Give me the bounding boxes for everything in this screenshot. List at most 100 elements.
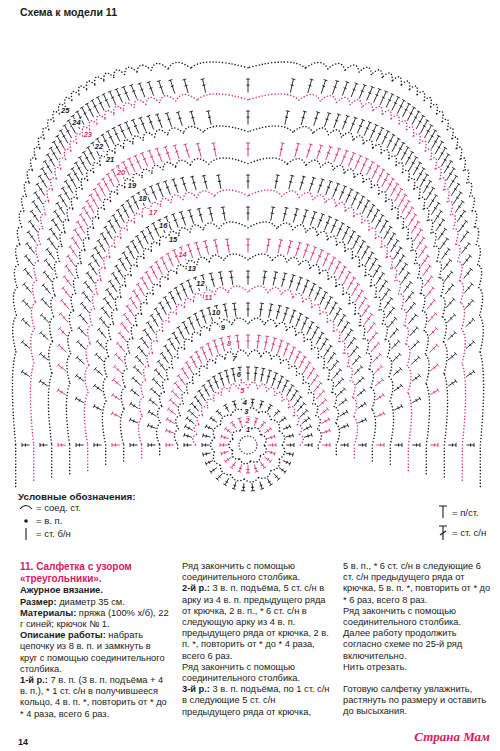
instruction-text: Нить отрезать. — [343, 662, 407, 672]
instruction-text: Ряд закончить с помощью соединительного … — [182, 561, 300, 582]
stitch-row — [111, 239, 384, 447]
row-number: 24 — [71, 119, 81, 127]
run-in-heading: Материалы: — [20, 608, 76, 618]
run-in-heading: 1-й р.: — [20, 675, 48, 685]
stitch-row — [184, 367, 313, 447]
row-number: 2 — [244, 417, 250, 425]
instruction-text: 3 в. п. подъёма, 5 ст. с/н в арку из 4 в… — [182, 583, 329, 660]
paragraph: 5 в. п., * 6 ст. с/н в следующие 6 ст. с… — [343, 561, 493, 606]
chain-row — [84, 190, 411, 471]
row-number: 12 — [195, 280, 205, 288]
double-crochet-symbol — [439, 526, 447, 540]
chain-row — [193, 382, 304, 447]
row-number: 13 — [187, 265, 197, 273]
run-in-heading: Описание работы: — [20, 630, 106, 640]
legend-text: = п/ст. — [452, 507, 479, 518]
row-number: 21 — [105, 156, 115, 164]
paragraph: Материалы:пряжа (100% х/б), 22 г синей; … — [20, 608, 170, 630]
chain-row — [48, 126, 447, 479]
instruction-text: Далее работу продолжить согласно схеме п… — [343, 628, 462, 660]
instruction-text: Ряд закончить с помощью соединительного … — [182, 662, 300, 683]
chain-row — [229, 426, 266, 464]
text-column: Ряд закончить с помощью соединительного … — [182, 561, 332, 718]
row-number: 25 — [60, 107, 70, 115]
instruction-text: диаметр 35 см. — [59, 597, 125, 607]
row-number: 5 — [239, 387, 245, 395]
foundation-ring — [239, 436, 257, 454]
chain-row — [120, 254, 375, 463]
paragraph: Нить отрезать. — [343, 662, 493, 673]
paragraph: Размер:диаметр 35 см. — [20, 597, 170, 608]
chain-row — [211, 408, 285, 482]
run-in-heading: 3-й р.: — [182, 684, 210, 694]
paragraph: 11. Салфетка с узором «треугольники». — [20, 561, 170, 585]
row-number: 18 — [137, 195, 147, 203]
slip-stitch-symbol — [20, 506, 32, 510]
chart-rows — [12, 62, 483, 491]
paragraph: Ряд закончить с помощью соединительного … — [182, 662, 332, 684]
chain-row — [66, 158, 429, 475]
legend-text: = в. п. — [36, 515, 62, 526]
chain-row — [12, 62, 483, 487]
legend-text: = соед. ст. — [36, 502, 81, 513]
instruction-text: Готовую салфетку увлажнить, растянуть по… — [343, 684, 486, 716]
row-number: 4 — [242, 399, 248, 407]
model-heading: 11. Салфетка с узором «треугольники». — [20, 561, 132, 584]
instruction-text: Ряд закончить с помощью соединительного … — [343, 606, 461, 627]
text-column: 11. Салфетка с узором «треугольники».Ажу… — [20, 561, 170, 720]
row-number: 9 — [220, 324, 226, 332]
paragraph: 3-й р.:3 в. п. подъёма, по 1 ст. с/н в с… — [182, 684, 332, 718]
paragraph: Далее работу продолжить согласно схеме п… — [343, 628, 493, 662]
row-number: 23 — [83, 131, 93, 139]
paragraph: Готовую салфетку увлажнить, растянуть по… — [343, 684, 493, 718]
instruction-text: 5 в. п., * 6 ст. с/н в следующие 6 ст. с… — [343, 561, 490, 605]
stitch-row — [39, 111, 457, 447]
legend-text: = ст. с/н — [452, 527, 486, 538]
row-number: 7 — [231, 355, 237, 363]
watermark: Страна Мам — [412, 729, 492, 745]
legend-title: Условные обозначения: — [18, 491, 135, 502]
page-number: 14 — [18, 737, 28, 747]
paragraph: Описание работы:набрать цепочку из 8 в. … — [20, 630, 170, 675]
stitch-row — [166, 335, 331, 447]
stitch-row — [57, 143, 439, 447]
row-number: 15 — [168, 236, 178, 244]
chain-row — [138, 286, 357, 459]
chain-symbol — [24, 519, 28, 523]
row-number: 19 — [127, 182, 137, 190]
single-crochet-symbol — [25, 528, 26, 540]
paragraph: Ажурное вязание. — [20, 585, 170, 596]
row-number: 6 — [236, 371, 242, 379]
chain-row — [30, 94, 465, 483]
paragraph: Ряд закончить с помощью соединительного … — [343, 606, 493, 628]
chain-row — [102, 222, 393, 467]
stitch-row — [220, 417, 276, 473]
row-number: 1 — [245, 426, 251, 434]
half-double-symbol — [439, 506, 447, 518]
paragraph: 2-й р.:3 в. п. подъёма, 5 ст. с/н в арку… — [182, 583, 332, 661]
row-number: 8 — [226, 340, 232, 348]
row-number: 22 — [94, 143, 104, 151]
stitch-row — [21, 79, 475, 447]
stitch-row — [129, 271, 366, 447]
row-number: 11 — [204, 294, 214, 302]
paragraph: Ряд закончить с помощью соединительного … — [182, 561, 332, 583]
stitch-row — [147, 303, 348, 447]
row-number: 14 — [177, 251, 187, 259]
stitch-row — [93, 207, 403, 447]
run-in-heading: Ажурное вязание. — [20, 585, 103, 595]
legend-text: = ст. б/н — [36, 528, 71, 539]
text-column: 5 в. п., * 6 ст. с/н в следующие 6 ст. с… — [343, 561, 493, 718]
chart-title: Схема к модели 11 — [20, 6, 117, 18]
stitch-row — [75, 175, 421, 447]
row-number: 3 — [243, 408, 249, 416]
run-in-heading: 2-й р.: — [182, 583, 210, 593]
legend-symbols — [20, 506, 447, 541]
row-number: 16 — [158, 222, 168, 230]
run-in-heading: Размер: — [20, 597, 57, 607]
row-number: 20 — [116, 169, 126, 177]
paragraph: 1-й р.:7 в. п. (3 в. п. подъёма + 4 в. п… — [20, 675, 170, 720]
stitch-row — [202, 399, 294, 491]
row-number: 10 — [211, 309, 221, 317]
row-number: 17 — [148, 209, 158, 217]
